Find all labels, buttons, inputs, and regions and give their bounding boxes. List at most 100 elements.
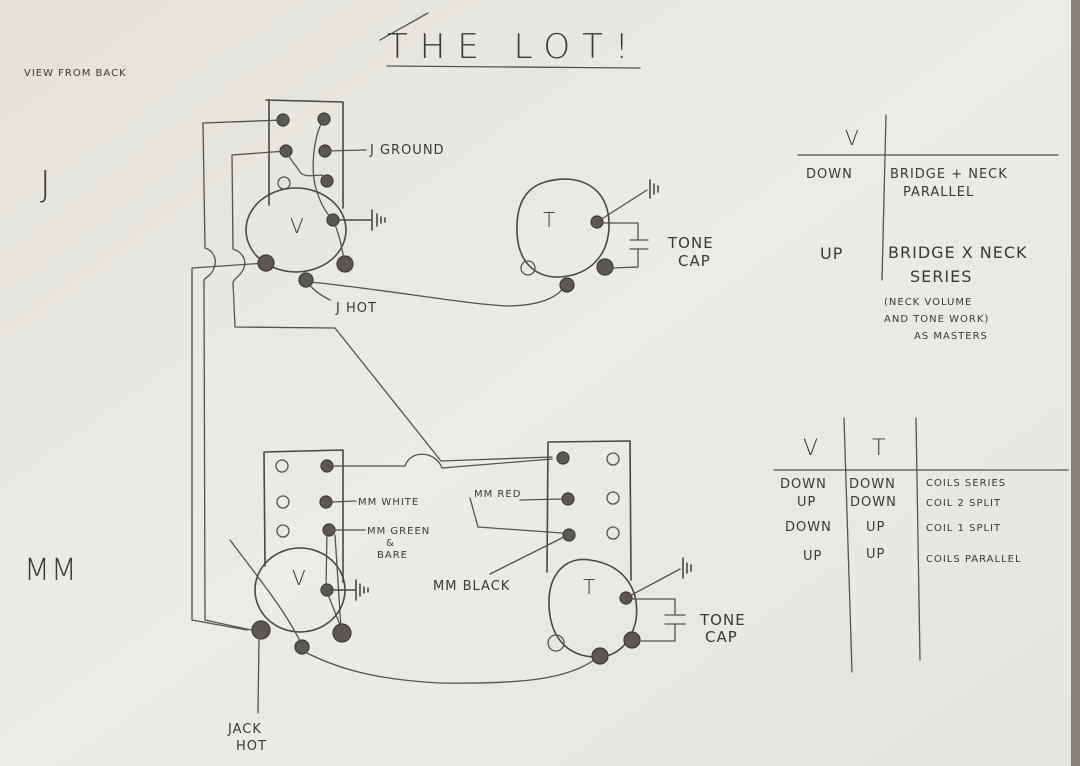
j-tone-lug-right — [596, 258, 614, 276]
table-mm-row: DOWN DOWN COILS SERIES — [780, 477, 1006, 492]
section-label-j: J — [40, 164, 52, 205]
wire-mm-red — [519, 498, 563, 501]
tone-cap-j — [599, 222, 649, 269]
j-ground-label: J GROUND — [369, 143, 445, 158]
j-tone-cap-label-1: TONE — [667, 234, 714, 252]
section-label-mm: MM — [24, 553, 78, 588]
table-mm-cell-v: DOWN — [785, 520, 832, 535]
table-mm-header-t: T — [872, 436, 886, 461]
table-mm-cell-result: COILS SERIES — [926, 478, 1006, 489]
wire-jvol-left-to-mmvol — [191, 619, 248, 631]
wire-jvol-to-left — [191, 262, 267, 621]
mm-switch-lug — [322, 523, 336, 537]
table-mm-cell-result: COIL 1 SPLIT — [926, 523, 1001, 534]
title-underline — [386, 65, 641, 69]
mm-tone-lug-right — [623, 631, 641, 649]
mm-green-label-1: MM GREEN — [367, 526, 430, 537]
mm-green-label-2: & — [386, 538, 395, 549]
ground-icon — [329, 579, 369, 601]
table-j-row-1-result-1: BRIDGE + NECK — [890, 167, 1008, 182]
mm-switch-lug-open — [275, 459, 289, 473]
table-j-note-1: (NECK VOLUME — [884, 297, 972, 308]
mm-switch-lug — [556, 451, 570, 465]
mm-black-label: MM BLACK — [433, 579, 510, 594]
mm-switch-lug-open — [606, 491, 620, 505]
title-block: THE LOT! — [379, 12, 641, 69]
mm-switch-lug-open — [606, 526, 620, 540]
mm-tone-pot-label: T — [583, 575, 596, 599]
table-j-row-2-result-2: SERIES — [910, 267, 972, 286]
mm-volume-pot-label: V — [292, 566, 307, 590]
table-j-row-1-result-2: PARALLEL — [903, 185, 974, 200]
j-tone-pot-label: T — [543, 208, 556, 232]
table-mm-cell-v: UP — [797, 495, 816, 510]
table-mm-switch-positions: V T DOWN DOWN COILS SERIES UP DOWN COIL … — [773, 417, 1069, 673]
table-j-switch-positions: V DOWN BRIDGE + NECK PARALLEL UP BRIDGE … — [797, 114, 1059, 342]
j-tone-pot: T TONE CAP — [516, 178, 714, 293]
j-volume-pot-label: V — [290, 214, 305, 238]
j-tone-lug-open — [520, 260, 536, 276]
mm-switch-lug-open — [606, 452, 620, 466]
mm-tone-pot: T TONE CAP — [547, 557, 746, 665]
j-tone-lug-bottom — [559, 277, 575, 293]
j-hot-label: J HOT — [335, 301, 377, 316]
table-mm-cell-t: DOWN — [849, 477, 896, 492]
table-mm-cell-v: DOWN — [780, 477, 827, 492]
table-mm-cell-t: UP — [866, 520, 885, 535]
mm-white-label: MM WHITE — [358, 497, 419, 508]
mm-switch-lug — [561, 492, 575, 506]
mm-tone-lug-open — [547, 634, 565, 652]
wire-mm-switch-bridge — [326, 453, 553, 469]
jack-hot-label-2: HOT — [236, 739, 267, 754]
ground-icon — [649, 179, 659, 199]
mm-switch-lug-open — [276, 495, 290, 509]
wire-jack-hot — [257, 637, 260, 714]
table-j-row-1-v: DOWN — [806, 167, 853, 182]
table-mm-cell-result: COILS PARALLEL — [926, 554, 1022, 565]
mm-tone-lug-bottom — [591, 647, 609, 665]
mm-switch-lug — [562, 528, 576, 542]
table-j-note-2: AND TONE WORK) — [884, 314, 989, 325]
j-tone-cap-label-2: CAP — [678, 252, 711, 270]
wire-mmvol-to-mmtone — [304, 651, 599, 684]
view-note: VIEW FROM BACK — [24, 68, 127, 79]
mm-red-label: MM RED — [474, 489, 521, 500]
jack-hot-label-1: JACK — [227, 722, 262, 737]
table-mm-row: DOWN UP COIL 1 SPLIT — [785, 520, 1001, 535]
table-mm-header-v: V — [803, 436, 819, 461]
table-j-row-2-v: UP — [820, 244, 843, 263]
table-j-row-2-result-1: BRIDGE X NECK — [888, 243, 1028, 262]
table-j-header-v: V — [845, 126, 860, 150]
ground-icon — [337, 209, 386, 231]
wire-jvol-to-jtone — [309, 281, 566, 307]
ground-icon — [682, 557, 692, 579]
wire-mmvol-to-j-cross — [229, 539, 303, 646]
mm-volume-pot: V — [251, 529, 369, 655]
page-title: THE LOT! — [387, 27, 641, 67]
mm-tone-cap-label-1: TONE — [699, 611, 746, 629]
mm-tone-cap-label-2: CAP — [705, 628, 738, 646]
table-mm-cell-result: COIL 2 SPLIT — [926, 498, 1001, 509]
mm-switch-lug-open — [276, 524, 290, 538]
table-mm-row: UP UP COILS PARALLEL — [803, 547, 1022, 565]
wire-mm-white — [331, 500, 357, 503]
wire-mm-black — [489, 536, 565, 575]
table-j-note-3: AS MASTERS — [914, 331, 988, 342]
table-mm-cell-v: UP — [803, 549, 822, 564]
wire-switch-to-jack — [202, 119, 284, 631]
table-mm-cell-t: UP — [866, 547, 885, 562]
table-mm-cell-t: DOWN — [850, 495, 897, 510]
mm-vol-lug-bottom — [294, 639, 310, 655]
j-ground-wire — [324, 149, 367, 152]
mm-vol-lug-right — [332, 623, 352, 643]
wire-switch-to-mm-tone — [231, 150, 553, 462]
paper-edge — [1071, 0, 1080, 766]
mm-green-label-3: BARE — [377, 550, 408, 561]
mm-vol-lug-left — [251, 620, 271, 640]
mm-switch-lug — [319, 495, 333, 509]
tone-cap-mm — [629, 598, 686, 642]
wire-black-from-jswitch — [469, 497, 563, 534]
table-mm-row: UP DOWN COIL 2 SPLIT — [797, 495, 1001, 510]
